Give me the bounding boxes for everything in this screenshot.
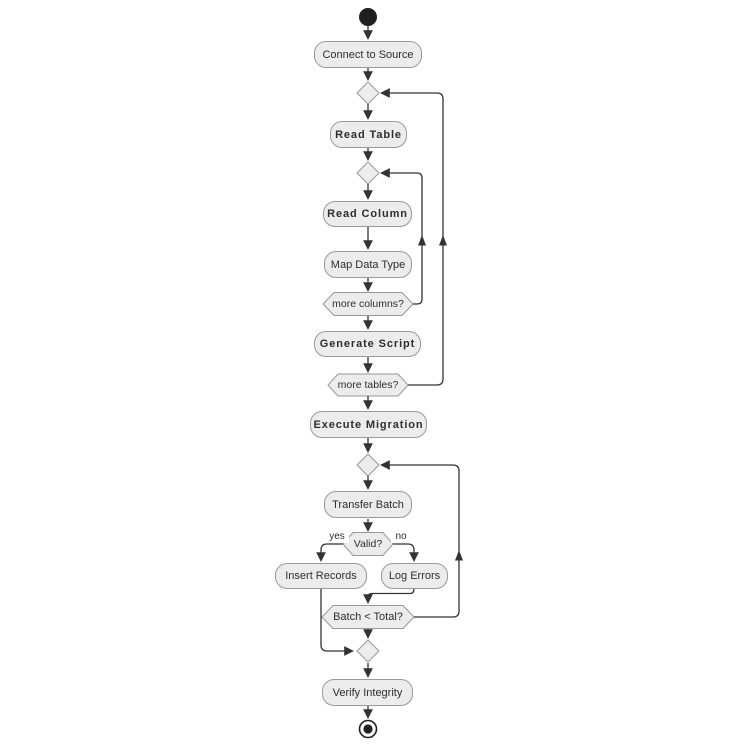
end-node-dot	[363, 724, 373, 734]
activity-read-column: Read Column	[323, 201, 412, 227]
activity-transfer-batch: Transfer Batch	[324, 491, 412, 518]
merge-diamond-tables	[356, 81, 380, 105]
decision-label-valid: Valid?	[353, 538, 383, 550]
merge-diamond-final	[356, 639, 380, 663]
edge-insert-to-merge4	[320, 589, 354, 656]
decision-label-batch-total: Batch < Total?	[333, 611, 403, 623]
activity-verify-integrity: Verify Integrity	[322, 679, 413, 706]
activity-read-table: Read Table	[330, 121, 407, 148]
edge-valid-yes	[316, 543, 343, 562]
activity-connect-to-source: Connect to Source	[314, 41, 422, 68]
decision-label-more-columns: more columns?	[332, 297, 404, 310]
edge-label-no: no	[391, 531, 411, 543]
activity-log-errors: Log Errors	[381, 563, 448, 589]
edge-label-yes: yes	[325, 531, 349, 543]
arrowhead-up-batch-loop	[455, 550, 463, 561]
merge-diamond-batch	[356, 453, 380, 477]
arrowhead-up-columns-loop	[418, 235, 426, 246]
edge-loop-more-columns	[380, 168, 423, 305]
arrowhead-up-tables-loop	[439, 235, 447, 246]
merge-diamond-columns	[356, 161, 380, 185]
edge-loop-batch-total	[380, 460, 460, 618]
decision-label-more-tables: more tables?	[337, 379, 399, 391]
activity-generate-script: Generate Script	[314, 331, 421, 357]
start-node	[359, 8, 377, 26]
activity-map-data-type: Map Data Type	[324, 251, 412, 278]
edge-valid-no	[393, 543, 419, 562]
edge-log-to-batch-total	[363, 588, 415, 604]
activity-insert-records: Insert Records	[275, 563, 367, 589]
activity-execute-migration: Execute Migration	[310, 411, 427, 438]
